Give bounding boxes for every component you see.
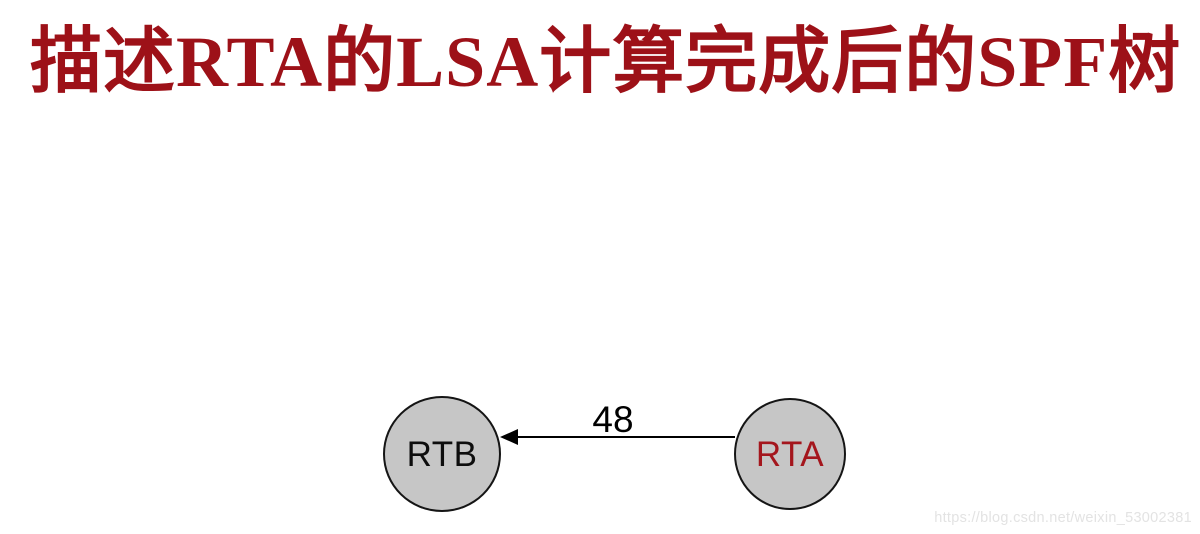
node-rtb-label: RTB bbox=[406, 434, 478, 474]
edge-rta-to-rtb-line bbox=[514, 436, 735, 438]
node-rtb: RTB bbox=[383, 396, 501, 512]
edge-cost-label: 48 bbox=[592, 399, 634, 440]
node-rta: RTA bbox=[734, 398, 846, 510]
node-rta-label: RTA bbox=[755, 434, 825, 474]
arrowhead-left-icon bbox=[500, 429, 518, 445]
watermark: https://blog.csdn.net/weixin_53002381 bbox=[934, 510, 1192, 526]
page-title: 描述RTA的LSA计算完成后的SPF树 bbox=[30, 22, 1182, 102]
